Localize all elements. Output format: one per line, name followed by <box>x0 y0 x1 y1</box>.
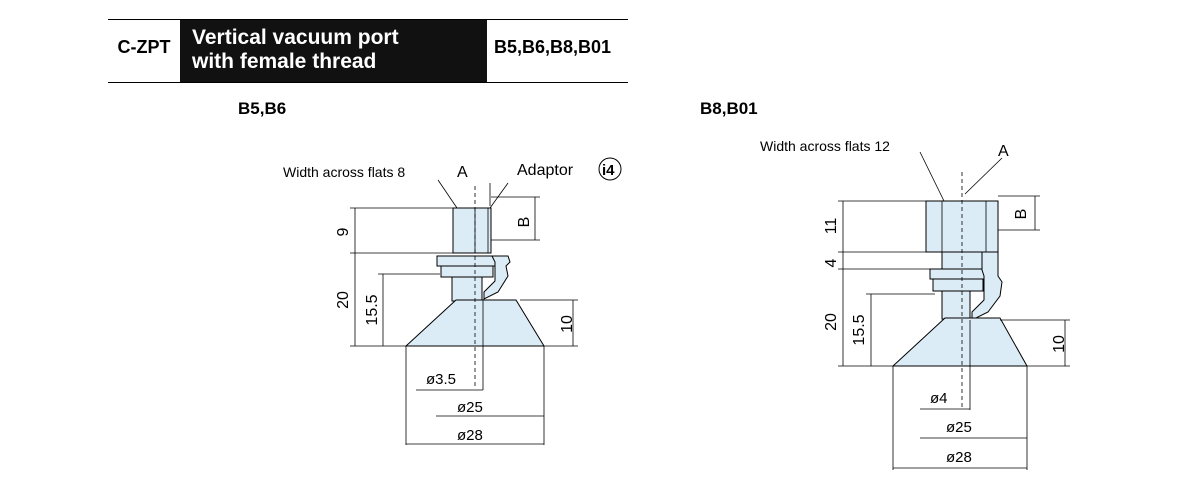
right-flange-bottom <box>932 278 984 292</box>
left-adaptor-label: Adaptor <box>517 162 574 179</box>
left-flange-bottom <box>440 265 494 278</box>
right-width-across-flats: Width across flats 12 <box>760 138 890 154</box>
variant-codes: B5,B6,B8,B01 <box>494 37 612 57</box>
left-part-drawing <box>404 186 545 388</box>
right-dimensions <box>838 151 1070 470</box>
right-part-drawing <box>891 172 1028 410</box>
right-dia-pad: ø25 <box>946 419 972 436</box>
title-line-2: with female thread <box>192 50 377 73</box>
left-neck <box>451 276 483 302</box>
right-dim-20: 20 <box>823 313 840 331</box>
right-port-a: A <box>998 143 1009 160</box>
right-dim-11: 11 <box>823 218 840 235</box>
left-dim-20: 20 <box>335 291 352 309</box>
right-adaptor <box>971 251 1003 321</box>
left-flange-top <box>436 255 498 267</box>
left-hex-body <box>452 207 492 254</box>
title-box: Vertical vacuum port with female thread <box>180 20 487 82</box>
left-dim-10: 10 <box>559 315 576 333</box>
left-port-a: A <box>457 164 468 181</box>
right-flange-top <box>929 268 987 280</box>
right-dim-10: 10 <box>1051 335 1068 353</box>
left-dim-9: 9 <box>335 227 352 236</box>
right-labels: Width across flats 12 A B 11 4 20 15.5 1… <box>760 138 1068 466</box>
left-dia-hole: ø3.5 <box>426 371 456 388</box>
adaptor-badge-circle <box>598 157 622 181</box>
title-line-1: Vertical vacuum port <box>192 26 399 49</box>
right-dia-outer: ø28 <box>946 449 972 466</box>
model-code: C-ZPT <box>117 37 171 57</box>
left-dia-outer: ø28 <box>457 427 483 444</box>
right-pad <box>891 317 1028 367</box>
header-rule-top <box>108 19 628 20</box>
left-width-across-flats: Width across flats 8 <box>283 164 405 180</box>
adaptor-badge: i4 <box>602 162 615 179</box>
right-dim-15-5: 15.5 <box>851 314 868 345</box>
right-dim-b: B <box>1013 209 1030 220</box>
left-dia-pad: ø25 <box>457 399 483 416</box>
header-rule-bottom <box>108 82 628 83</box>
right-dim-4: 4 <box>823 258 840 267</box>
left-dim-15-5: 15.5 <box>364 294 381 325</box>
right-view-label: B8,B01 <box>700 99 758 118</box>
left-labels: Width across flats 8 A Adaptor i4 B 9 20… <box>283 157 622 444</box>
left-adaptor <box>483 255 511 300</box>
product-header: C-ZPT Vertical vacuum port with female t… <box>108 19 628 84</box>
left-dim-b: B <box>516 217 533 228</box>
right-lower-neck <box>941 290 971 320</box>
left-dimensions <box>350 179 578 445</box>
left-view-label: B5,B6 <box>238 99 287 118</box>
right-dia-hole: ø4 <box>930 390 948 407</box>
